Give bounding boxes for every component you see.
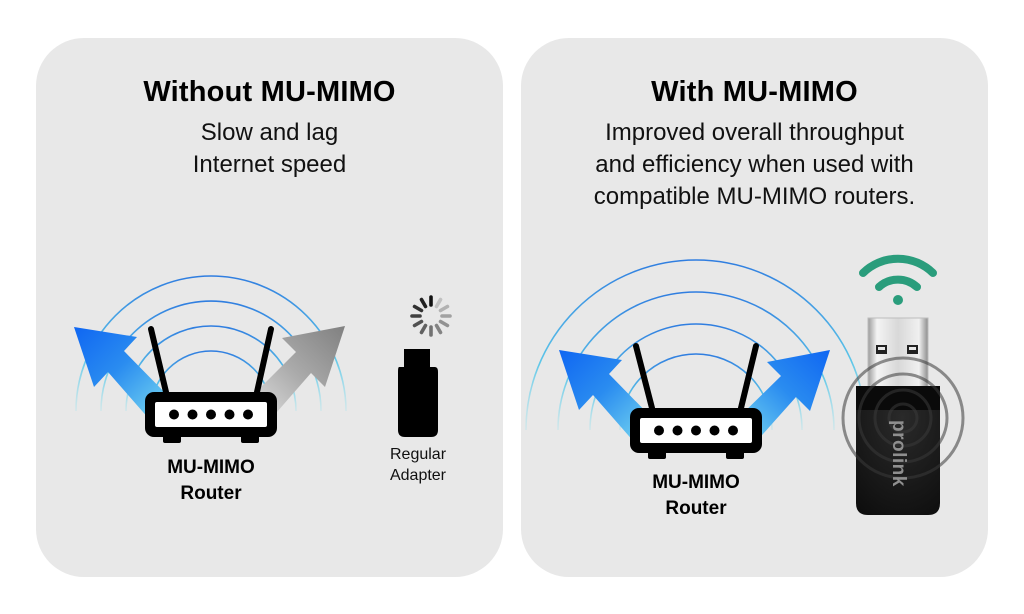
adapter-label-line: Adapter — [389, 467, 447, 484]
description-line: compatible MU-MIMO routers. — [593, 183, 916, 210]
panel-description: Improved overall throughput and efficien… — [521, 117, 988, 213]
router-label-line: MU-MIMO — [652, 472, 740, 493]
adapter-label-line: Regular — [389, 446, 447, 463]
router-label: MU-MIMO Router — [616, 470, 776, 522]
adapter-label: Regular Adapter — [368, 444, 468, 486]
description-line: Slow and lag — [200, 119, 339, 146]
router-label-line: Router — [665, 498, 727, 519]
panel-title: Without MU-MIMO — [143, 76, 396, 108]
router-label-line: MU-MIMO — [167, 457, 255, 478]
router-label: MU-MIMO Router — [131, 455, 291, 507]
panel-description: Slow and lag Internet speed — [36, 117, 503, 181]
description-line: and efficiency when used with — [595, 151, 914, 178]
router-label-line: Router — [180, 483, 242, 504]
panel-title: With MU-MIMO — [651, 76, 858, 108]
description-line: Improved overall throughput — [605, 119, 904, 146]
description-line: Internet speed — [192, 151, 347, 178]
